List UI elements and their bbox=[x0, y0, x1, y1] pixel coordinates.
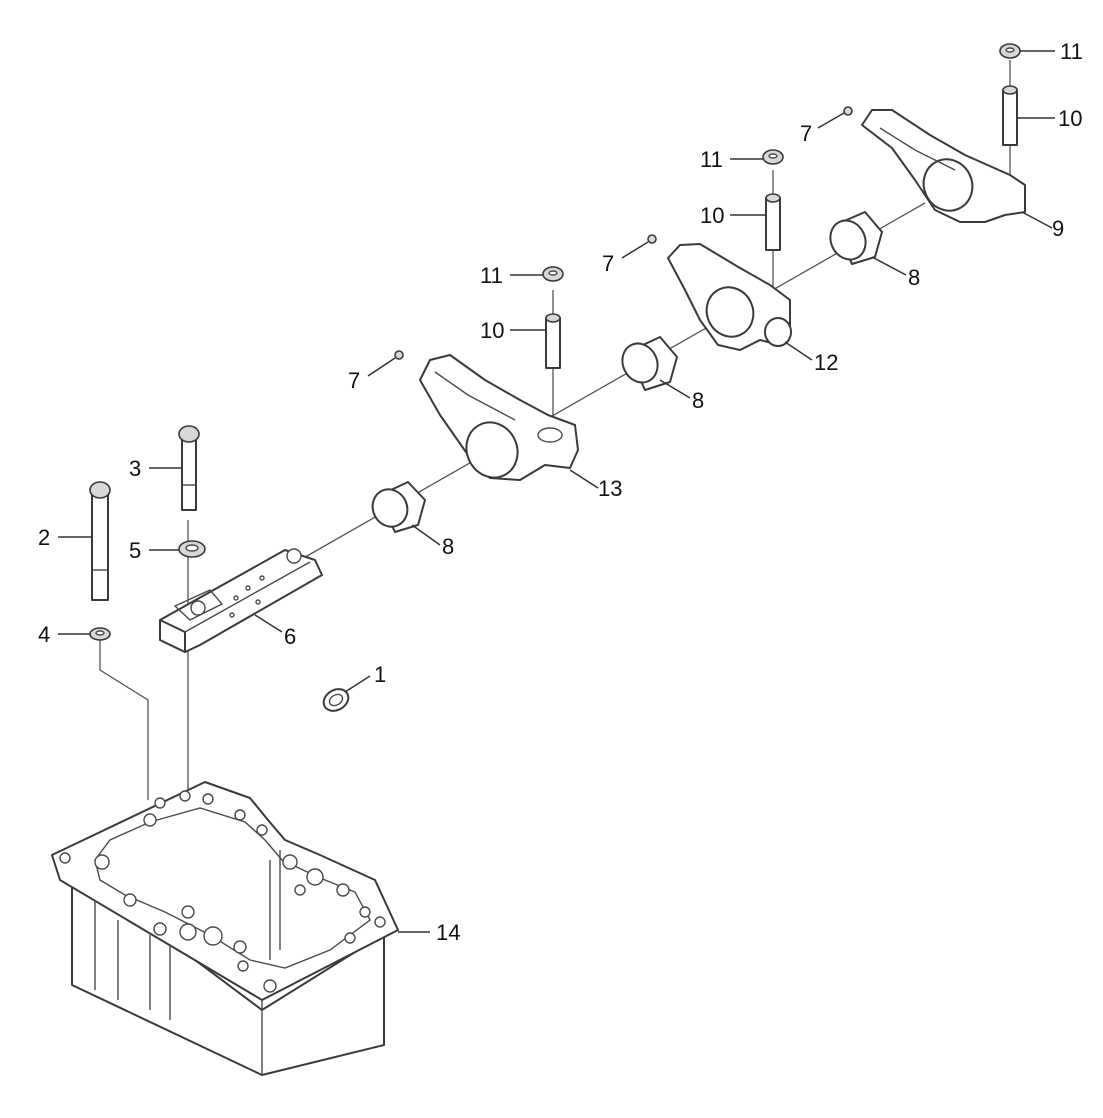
part-11-nut-b bbox=[762, 149, 784, 165]
callout-7-middle: 7 bbox=[602, 251, 614, 276]
callout-labels: 1 2 3 4 5 6 7 7 7 8 8 8 9 10 10 10 11 11… bbox=[38, 39, 1083, 945]
part-8-bushing-c bbox=[829, 211, 883, 265]
callout-2: 2 bbox=[38, 525, 50, 550]
callout-14: 14 bbox=[436, 920, 460, 945]
callout-11-front: 11 bbox=[480, 263, 503, 288]
part-3-bolt bbox=[178, 425, 200, 511]
part-7-pin-a bbox=[394, 350, 404, 360]
callout-10-front: 10 bbox=[480, 318, 504, 343]
part-10-screw-c bbox=[1002, 85, 1018, 146]
callout-9: 9 bbox=[1052, 216, 1064, 241]
part-8-bushing-a bbox=[371, 481, 426, 533]
part-12-rocker-arm bbox=[667, 243, 792, 351]
callout-7-rear: 7 bbox=[800, 121, 812, 146]
part-1-ring bbox=[322, 688, 350, 712]
callout-6: 6 bbox=[284, 624, 296, 649]
callout-1: 1 bbox=[374, 662, 386, 687]
part-6-support-block bbox=[159, 548, 323, 653]
callout-5: 5 bbox=[129, 538, 141, 563]
part-4-washer bbox=[89, 627, 111, 641]
callout-7-front: 7 bbox=[348, 368, 360, 393]
part-14-oil-pan bbox=[51, 781, 399, 1076]
part-7-pin-b bbox=[647, 234, 657, 244]
leader-lines bbox=[58, 50, 1055, 933]
callout-8-rear: 8 bbox=[908, 265, 920, 290]
part-11-nut-a bbox=[542, 266, 564, 282]
part-13-rocker-arm bbox=[419, 354, 579, 481]
callout-3: 3 bbox=[129, 456, 141, 481]
callout-4: 4 bbox=[38, 622, 50, 647]
part-5-washer bbox=[178, 540, 206, 558]
part-8-bushing-b bbox=[621, 336, 678, 391]
callout-11-middle: 11 bbox=[700, 147, 723, 172]
callout-11-rear: 11 bbox=[1060, 39, 1083, 64]
part-10-screw-b bbox=[765, 193, 781, 251]
part-10-screw-a bbox=[545, 313, 561, 369]
callout-8-front: 8 bbox=[442, 534, 454, 559]
callout-10-middle: 10 bbox=[700, 203, 724, 228]
callout-10-rear: 10 bbox=[1058, 106, 1082, 131]
callout-12: 12 bbox=[814, 350, 838, 375]
part-11-nut-c bbox=[999, 43, 1021, 59]
part-7-pin-c bbox=[843, 106, 853, 116]
part-9-rocker-arm bbox=[861, 109, 1026, 223]
assembly-axis-lines bbox=[99, 60, 1011, 915]
callout-8-middle: 8 bbox=[692, 388, 704, 413]
part-2-long-bolt bbox=[89, 481, 111, 601]
callout-13: 13 bbox=[598, 476, 622, 501]
